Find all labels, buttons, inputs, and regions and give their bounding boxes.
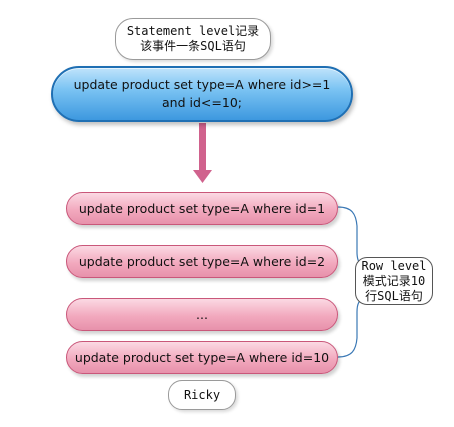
row-sql-text: update product set type=A where id=2	[78, 254, 326, 269]
statement-callout-line1: Statement level记录	[126, 24, 260, 38]
statement-level-callout: Statement level记录 该事件一条SQL语句	[115, 18, 271, 60]
row-sql-text: update product set type=A where id=10	[74, 350, 330, 365]
author-label: Ricky	[168, 380, 236, 410]
row-note-line1: Row level	[361, 258, 427, 273]
row-note-line3: 行SQL语句	[365, 288, 423, 303]
down-arrow	[193, 123, 212, 183]
statement-sql-node: update product set type=A where id>=1 an…	[51, 66, 353, 122]
row-sql-node-1: update product set type=A where id=1	[66, 192, 338, 225]
statement-callout-line2: 该事件一条SQL语句	[140, 39, 246, 53]
row-note-line2: 模式记录10	[362, 273, 426, 288]
row-sql-text: update product set type=A where id=1	[78, 201, 326, 216]
row-sql-node-ellipsis: ...	[66, 298, 338, 331]
statement-sql-text: update product set type=A where id>=1 an…	[73, 77, 331, 110]
row-level-note: Row level 模式记录10 行SQL语句	[355, 257, 433, 305]
author-name: Ricky	[183, 388, 221, 402]
row-sql-node-10: update product set type=A where id=10	[66, 341, 338, 374]
row-sql-text: ...	[196, 307, 208, 322]
row-sql-node-2: update product set type=A where id=2	[66, 245, 338, 278]
